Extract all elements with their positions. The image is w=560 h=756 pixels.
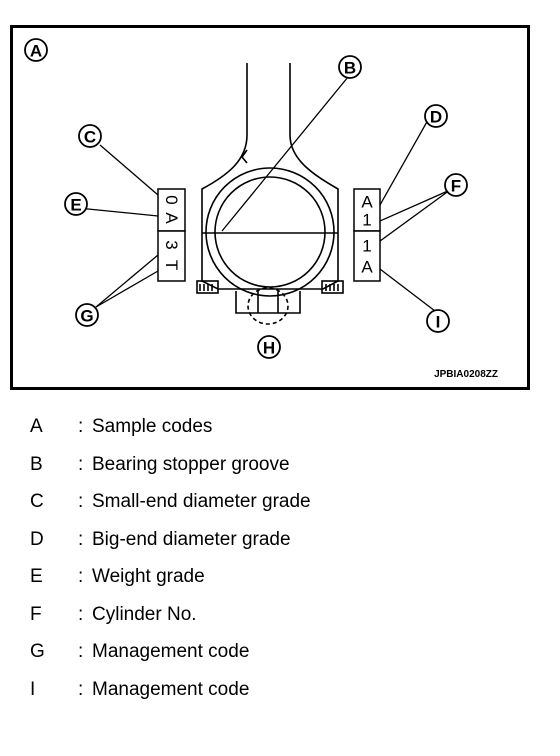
- callout-b: B: [338, 55, 362, 79]
- legend-key: B: [30, 453, 43, 475]
- legend-key: A: [30, 416, 43, 437]
- callout-letter: D: [430, 108, 442, 127]
- legend-separator: :: [78, 566, 84, 587]
- stopper-groove-highlight: [247, 287, 289, 325]
- legend-key: G: [30, 641, 45, 662]
- callout-g: G: [75, 303, 99, 327]
- callout-i: I: [426, 309, 450, 333]
- legend-description: Weight grade: [92, 566, 205, 587]
- callout-letter: E: [70, 196, 81, 215]
- legend-description: Bearing stopper groove: [92, 453, 290, 475]
- figure-id: JPBIA0208ZZ: [434, 369, 498, 380]
- legend-separator: :: [78, 453, 84, 475]
- legend-key: F: [30, 603, 42, 625]
- legend-description: Small-end diameter grade: [92, 491, 311, 512]
- legend-separator: :: [78, 641, 84, 662]
- callout-letter: B: [344, 59, 356, 78]
- left-tag-char: 3: [162, 240, 181, 249]
- left-tag-char: 0: [162, 195, 181, 204]
- right-tag-char: A: [361, 193, 373, 212]
- legend-description: Management code: [92, 678, 250, 700]
- right-tag-char: A: [361, 258, 373, 277]
- right-tag-char: 1: [362, 237, 371, 256]
- legend-separator: :: [78, 416, 84, 437]
- leader-lines: [77, 76, 451, 312]
- right-tag-char: 1: [362, 211, 371, 230]
- connecting-rod: [196, 63, 344, 314]
- left-tag-char: A: [162, 212, 181, 224]
- callout-d: D: [424, 104, 448, 128]
- connecting-rod-diagram: 0 A 3 T A 1 1 A A B C D: [10, 25, 530, 390]
- callout-letter: I: [436, 313, 441, 332]
- callout-f: F: [444, 173, 468, 197]
- callout-letter: F: [451, 177, 461, 196]
- legend-separator: :: [78, 491, 84, 512]
- legend-separator: :: [78, 678, 84, 700]
- callout-letter: H: [263, 339, 275, 358]
- legend-key: C: [30, 491, 44, 512]
- right-code-tag: A 1 1 A: [353, 188, 381, 282]
- callout-letter: A: [30, 42, 42, 61]
- callout-h: H: [257, 335, 281, 359]
- legend-separator: :: [78, 603, 84, 625]
- legend-description: Big-end diameter grade: [92, 528, 291, 550]
- callout-letter: C: [84, 128, 96, 147]
- legend-key: E: [30, 566, 43, 587]
- legend-separator: :: [78, 528, 84, 550]
- legend-description: Sample codes: [92, 416, 213, 437]
- callout-a: A: [24, 38, 48, 62]
- legend-key: I: [30, 678, 36, 700]
- legend-description: Cylinder No.: [92, 603, 197, 625]
- left-code-tag: 0 A 3 T: [157, 188, 186, 282]
- callout-e: E: [64, 192, 88, 216]
- legend-key: D: [30, 528, 44, 550]
- figure-frame: [10, 25, 530, 390]
- legend-description: Management code: [92, 641, 250, 662]
- callout-letter: G: [80, 307, 93, 326]
- callout-c: C: [78, 124, 102, 148]
- left-tag-char: T: [162, 260, 181, 270]
